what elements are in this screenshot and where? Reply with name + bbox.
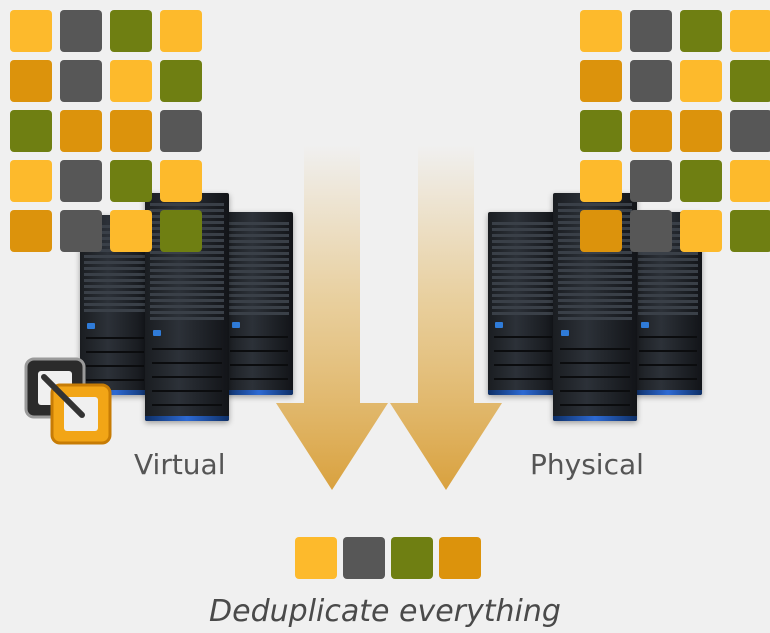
data-block-gray <box>160 110 202 152</box>
data-block-yellow <box>10 160 52 202</box>
data-block-yellow <box>110 210 152 252</box>
down-arrow-icon <box>276 145 388 490</box>
data-block-orange <box>60 110 102 152</box>
data-block-orange <box>580 60 622 102</box>
data-block-gray <box>730 110 770 152</box>
data-block-gray <box>60 210 102 252</box>
data-block-orange <box>580 210 622 252</box>
data-block-orange <box>630 110 672 152</box>
data-block-gray <box>60 60 102 102</box>
data-block-green <box>730 60 770 102</box>
physical-label: Physical <box>530 448 644 481</box>
data-block-yellow <box>580 160 622 202</box>
data-block-green <box>10 110 52 152</box>
virtual-label: Virtual <box>134 448 226 481</box>
data-block-gray <box>60 160 102 202</box>
data-block-green <box>110 10 152 52</box>
data-block-gray <box>630 160 672 202</box>
data-block-yellow <box>295 537 337 579</box>
data-block-gray <box>60 10 102 52</box>
data-block-green <box>110 160 152 202</box>
data-block-yellow <box>730 10 770 52</box>
data-block-yellow <box>680 210 722 252</box>
data-block-orange <box>110 110 152 152</box>
data-block-green <box>680 10 722 52</box>
data-block-yellow <box>580 10 622 52</box>
data-block-yellow <box>160 160 202 202</box>
data-block-green <box>730 210 770 252</box>
data-block-green <box>391 537 433 579</box>
server-rack-icon <box>488 212 558 395</box>
data-block-gray <box>343 537 385 579</box>
data-block-orange <box>680 110 722 152</box>
data-block-orange <box>439 537 481 579</box>
deduplicated-blocks <box>295 537 481 579</box>
data-block-orange <box>10 210 52 252</box>
data-block-green <box>160 60 202 102</box>
physical-data-blocks <box>580 10 770 252</box>
data-block-yellow <box>160 10 202 52</box>
data-block-yellow <box>680 60 722 102</box>
data-block-orange <box>10 60 52 102</box>
down-arrow-icon <box>390 145 502 490</box>
data-block-yellow <box>110 60 152 102</box>
server-rack-icon <box>225 212 293 395</box>
data-block-yellow <box>10 10 52 52</box>
data-block-green <box>680 160 722 202</box>
data-block-gray <box>630 60 672 102</box>
data-block-green <box>580 110 622 152</box>
vmware-logo-icon <box>24 357 112 445</box>
virtual-data-blocks <box>10 10 202 252</box>
dedupe-caption: Deduplicate everything <box>209 594 561 629</box>
data-block-gray <box>630 210 672 252</box>
data-block-yellow <box>730 160 770 202</box>
data-block-gray <box>630 10 672 52</box>
data-block-green <box>160 210 202 252</box>
